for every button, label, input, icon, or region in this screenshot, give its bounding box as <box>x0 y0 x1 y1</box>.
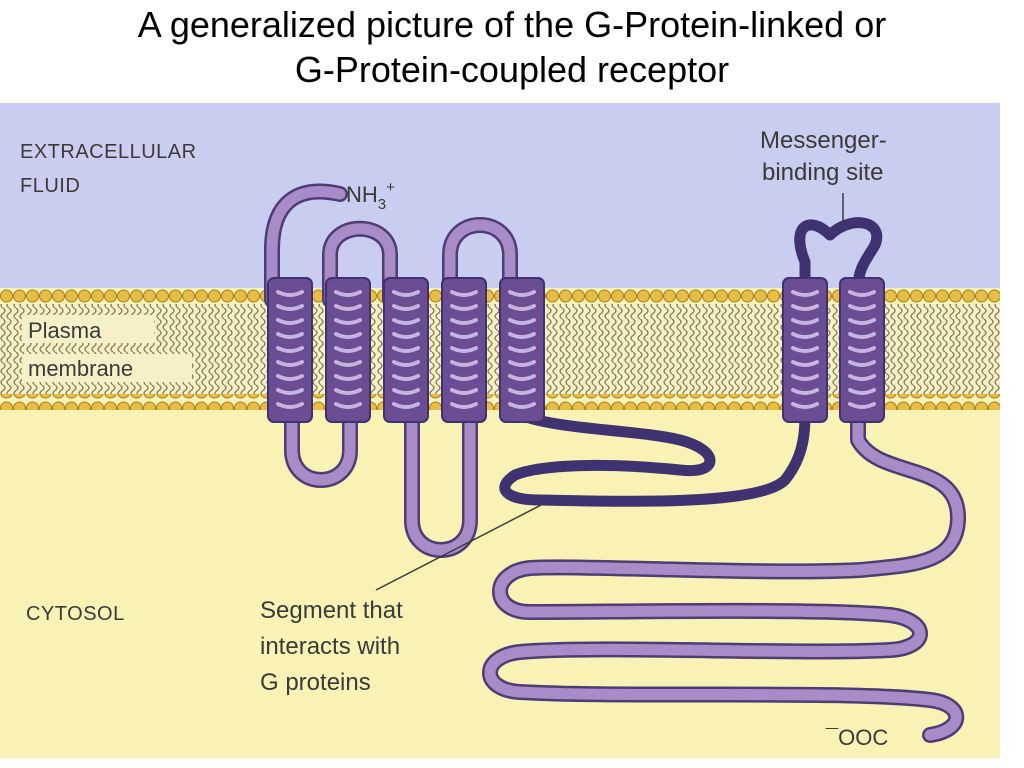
messenger-label-line-1: Messenger- <box>760 127 887 154</box>
membrane-label-bg <box>22 354 192 382</box>
c-terminal-tail-fill <box>484 404 964 741</box>
receptor-chain <box>264 183 967 743</box>
segment-label-line-3: G proteins <box>260 669 371 696</box>
helix-6 <box>782 277 828 423</box>
messenger-binding-loop <box>794 217 883 296</box>
plasma-label-bg <box>22 315 154 343</box>
cooh-label: ¯OOC <box>825 725 888 750</box>
page-title: A generalized picture of the G-Protein-l… <box>0 0 1024 92</box>
segment-label-line-1: Segment that <box>260 597 403 624</box>
helix-3 <box>383 277 429 423</box>
helix-4 <box>441 277 487 423</box>
messenger-label-line-2: binding site <box>762 159 883 186</box>
helix-7 <box>839 277 885 423</box>
plasma-label: Plasma <box>28 318 102 343</box>
cytosol-label: CYTOSOL <box>26 603 125 625</box>
g-protein-segment <box>499 404 811 507</box>
helix-2 <box>325 277 371 423</box>
extracellular-label-line-1: EXTRACELLULAR <box>20 141 197 163</box>
extracellular-label-line-2: FLUID <box>20 175 80 197</box>
segment-leader-line <box>375 502 546 591</box>
transmembrane-helices <box>267 277 885 423</box>
extracellular-loops-fill <box>266 186 516 306</box>
membrane-label: membrane <box>28 356 133 381</box>
helix-5 <box>499 277 545 423</box>
segment-label-line-2: interacts with <box>260 633 400 660</box>
cytoplasmic-loops-fill <box>286 404 476 556</box>
title-line-1: A generalized picture of the G-Protein-l… <box>137 4 887 45</box>
helix-1 <box>267 277 313 423</box>
title-line-2: G-Protein-coupled receptor <box>294 49 730 90</box>
nh3-label: NH3+ <box>346 179 395 213</box>
extracellular-region <box>0 103 1000 288</box>
